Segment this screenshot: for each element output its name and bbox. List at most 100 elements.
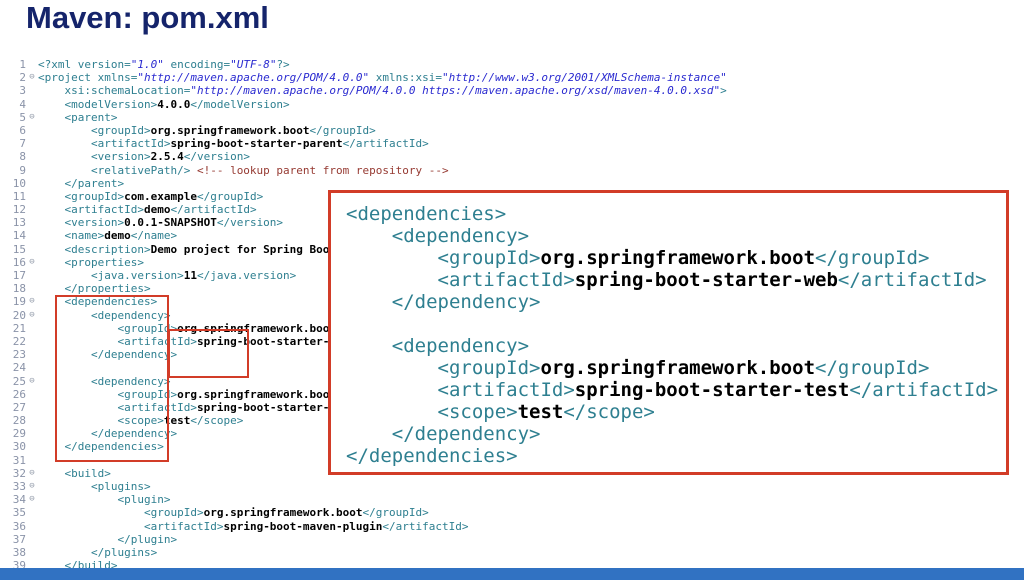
fold-collapse-icon[interactable]: ⊖ bbox=[29, 256, 35, 267]
fold-collapse-icon[interactable]: ⊖ bbox=[29, 481, 35, 491]
fold-spacer bbox=[26, 506, 38, 519]
code-text: </parent> bbox=[64, 176, 125, 190]
line-number: 22 bbox=[12, 334, 26, 348]
code-text: <project xmlns="http://maven.apache.org/… bbox=[38, 71, 727, 85]
highlight-rect-dependencies bbox=[55, 295, 169, 462]
code-line bbox=[346, 313, 1006, 335]
fold-collapse-icon[interactable]: ⊖ bbox=[29, 467, 35, 478]
fold-collapse-icon[interactable]: ⊖ bbox=[29, 494, 35, 505]
line-number: 1 bbox=[19, 58, 26, 71]
code-line: 28 <scope>test</scope> bbox=[4, 414, 727, 427]
code-text: <dependencies> bbox=[64, 295, 158, 309]
code-text: <dependency> bbox=[391, 225, 530, 247]
fold-spacer bbox=[26, 190, 38, 203]
code-line: 35 <groupId>org.springframework.boot</gr… bbox=[4, 506, 727, 519]
code-line: 4 <modelVersion>4.0.0</modelVersion> bbox=[4, 98, 727, 111]
code-line: 13 <version>0.0.1-SNAPSHOT</version> bbox=[4, 216, 727, 229]
code-text: <groupId>org.springframework.boot</group… bbox=[143, 506, 429, 520]
line-number: 24 bbox=[12, 361, 26, 375]
code-text: </dependency> bbox=[391, 291, 541, 313]
code-text: </dependency> bbox=[391, 423, 541, 445]
fold-spacer bbox=[26, 229, 38, 242]
code-text: <plugin> bbox=[117, 493, 171, 507]
code-line: <scope>test</scope> bbox=[346, 401, 1006, 423]
line-number: 26 bbox=[12, 387, 26, 401]
code-line: 6 <groupId>org.springframework.boot</gro… bbox=[4, 124, 727, 137]
code-line: 25⊖ <dependency> bbox=[4, 375, 727, 388]
code-text: <dependency> bbox=[90, 374, 171, 388]
code-line: 20⊖ <dependency> bbox=[4, 309, 727, 322]
code-line: 30 </dependencies> bbox=[4, 440, 727, 453]
code-line: 1 <?xml version="1.0" encoding="UTF-8"?> bbox=[4, 58, 727, 71]
code-text: xsi:schemaLocation="http://maven.apache.… bbox=[38, 84, 727, 98]
code-text: </dependency> bbox=[90, 427, 178, 441]
fold-spacer bbox=[26, 243, 38, 256]
line-number: 31 bbox=[12, 453, 26, 467]
line-number: 18 bbox=[12, 282, 26, 296]
code-line: <artifactId>spring-boot-starter-web</art… bbox=[346, 269, 1006, 291]
fold-spacer bbox=[26, 348, 38, 361]
code-line: 38 </plugins> bbox=[4, 546, 727, 559]
fold-collapse-icon[interactable]: ⊖ bbox=[29, 111, 35, 122]
code-text: <version>2.5.4</version> bbox=[90, 150, 250, 164]
line-number: 14 bbox=[12, 229, 26, 243]
fold-spacer bbox=[26, 98, 38, 111]
line-number: 17 bbox=[12, 269, 26, 282]
code-line: 19⊖ <dependencies> bbox=[4, 295, 727, 308]
code-text: </dependencies> bbox=[64, 440, 164, 454]
fold-collapse-icon[interactable]: ⊖ bbox=[29, 309, 35, 320]
fold-collapse-icon[interactable]: ⊖ bbox=[29, 72, 35, 83]
code-line: 17 <java.version>11</java.version> bbox=[4, 269, 727, 282]
code-text: <scope>test</scope> bbox=[117, 414, 244, 428]
code-line: 36 <artifactId>spring-boot-maven-plugin<… bbox=[4, 520, 727, 533]
code-text: <dependency> bbox=[391, 335, 530, 357]
fold-spacer bbox=[26, 150, 38, 163]
fold-collapse-icon[interactable]: ⊖ bbox=[29, 296, 35, 307]
code-line: 32⊖ <build> bbox=[4, 467, 727, 480]
fold-spacer bbox=[26, 216, 38, 229]
page-title: Maven: pom.xml bbox=[26, 0, 269, 35]
code-text: <artifactId>spring-boot-maven-plugin</ar… bbox=[143, 519, 469, 533]
line-number: 27 bbox=[12, 400, 26, 414]
line-number: 33 bbox=[12, 480, 26, 493]
code-line: 7 <artifactId>spring-boot-starter-parent… bbox=[4, 137, 727, 150]
code-text: <scope>test</scope> bbox=[437, 401, 655, 423]
fold-spacer bbox=[26, 388, 38, 401]
line-number: 37 bbox=[12, 532, 26, 546]
code-line: 33⊖ <plugins> bbox=[4, 480, 727, 493]
fold-spacer bbox=[26, 335, 38, 348]
fold-collapse-icon[interactable]: ⊖ bbox=[29, 375, 35, 386]
line-number: 10 bbox=[12, 176, 26, 190]
fold-spacer bbox=[26, 533, 38, 546]
fold-spacer bbox=[26, 164, 38, 177]
code-line: 12 <artifactId>demo</artifactId> bbox=[4, 203, 727, 216]
code-line: 5⊖ <parent> bbox=[4, 111, 727, 124]
code-line: 8 <version>2.5.4</version> bbox=[4, 150, 727, 163]
code-text: <artifactId>spring-boot-starter-web</art… bbox=[437, 269, 987, 291]
fold-spacer bbox=[26, 84, 38, 97]
code-line: 3 xsi:schemaLocation="http://maven.apach… bbox=[4, 84, 727, 97]
fold-spacer bbox=[26, 137, 38, 150]
code-line: 14 <name>demo</name> bbox=[4, 229, 727, 242]
fold-spacer bbox=[26, 58, 38, 71]
fold-spacer bbox=[26, 454, 38, 467]
fold-spacer bbox=[26, 282, 38, 295]
bottom-accent-bar bbox=[0, 568, 1024, 580]
zoom-callout: <dependencies> <dependency> <groupId>org… bbox=[328, 190, 1009, 475]
code-line: <dependencies> bbox=[346, 203, 1006, 225]
code-line: <dependency> bbox=[346, 335, 1006, 357]
code-text: <?xml version="1.0" encoding="UTF-8"?> bbox=[38, 58, 290, 71]
fold-spacer bbox=[26, 520, 38, 533]
line-number: 32 bbox=[12, 466, 26, 480]
code-line: <artifactId>spring-boot-starter-test</ar… bbox=[346, 379, 1006, 401]
line-number: 25 bbox=[12, 374, 26, 388]
line-number: 16 bbox=[12, 255, 26, 269]
code-text: </plugin> bbox=[117, 532, 178, 546]
code-text: <groupId>org.springframework.boot</group… bbox=[437, 247, 930, 269]
code-line: <groupId>org.springframework.boot</group… bbox=[346, 247, 1006, 269]
line-number: 23 bbox=[12, 348, 26, 362]
code-text: <groupId>org.springframework.boot</group… bbox=[90, 123, 376, 137]
fold-spacer bbox=[26, 401, 38, 414]
code-text: </properties> bbox=[64, 282, 151, 296]
code-line: </dependencies> bbox=[346, 445, 1006, 467]
